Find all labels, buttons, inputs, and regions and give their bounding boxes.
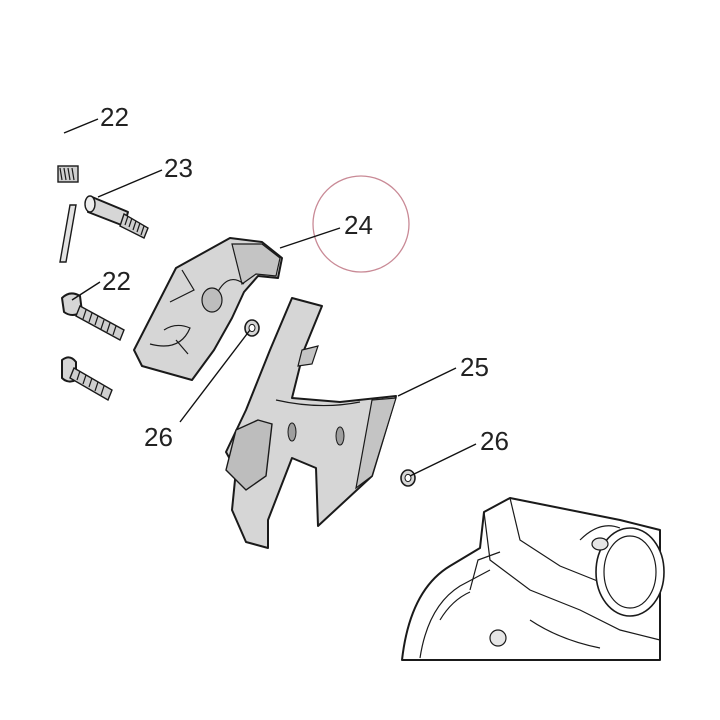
leader-26-left xyxy=(179,329,251,423)
leader-25 xyxy=(397,367,457,397)
shield-plate-25 xyxy=(225,297,397,549)
bracket-plate-24 xyxy=(133,237,283,381)
leader-22-top xyxy=(63,118,99,134)
leader-24 xyxy=(279,227,341,249)
callout-26-right: 26 xyxy=(480,426,509,456)
callout-26-left: 26 xyxy=(144,422,173,452)
callout-22-middle: 22 xyxy=(102,266,131,296)
callout-22-top: 22 xyxy=(100,102,129,132)
callout-23: 23 xyxy=(164,153,193,183)
washer-26-right xyxy=(400,469,416,487)
callout-25: 25 xyxy=(460,352,489,382)
leader-22-mid xyxy=(71,281,101,301)
bolt-22-top xyxy=(57,165,79,183)
bolt-lower xyxy=(61,356,113,402)
callout-24: 24 xyxy=(344,210,373,240)
bolt-22-middle xyxy=(61,292,125,341)
leader-23 xyxy=(97,169,163,198)
bracket-edge xyxy=(59,204,77,263)
sleeve-23 xyxy=(84,195,149,239)
leader-26-right xyxy=(409,443,477,477)
callout-24-highlight-circle xyxy=(312,175,410,273)
leader-lines xyxy=(63,118,477,477)
engine-housing xyxy=(401,497,665,661)
